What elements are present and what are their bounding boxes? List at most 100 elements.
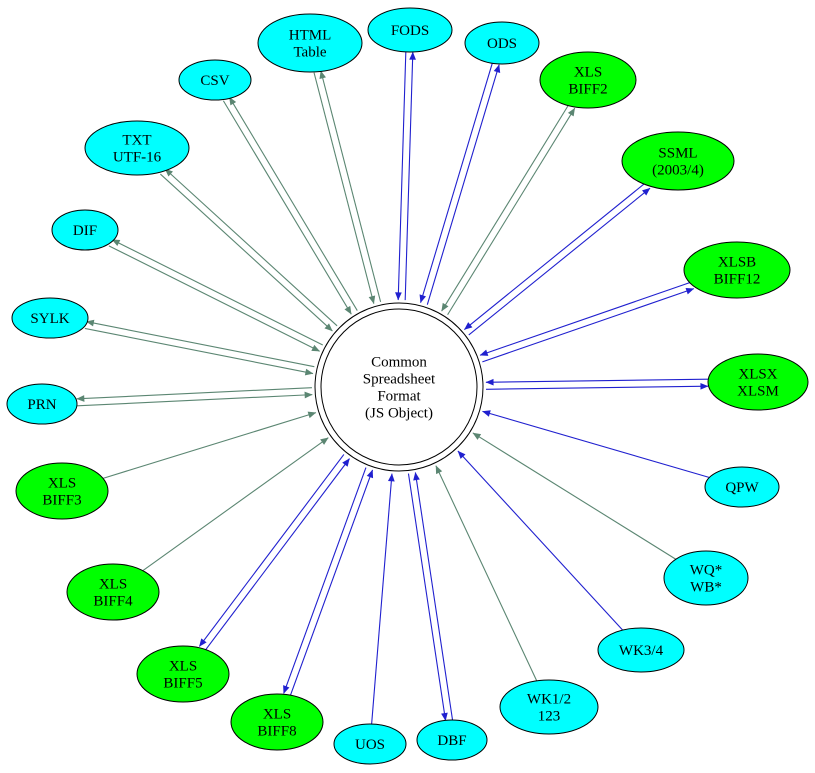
format-ellipse-dbf [416,719,488,761]
format-ellipse-uos [333,723,407,765]
format-label-dif: DIF [73,223,97,239]
format-ellipse-prn [6,383,78,425]
format-ellipse-xls-biff3 [15,462,109,520]
format-ellipse-qpw [704,466,780,508]
format-node-wq-wb: WQ*WB* [663,550,749,606]
edge-write-prn [76,387,312,402]
format-label-sylk: SYLK [30,311,69,327]
format-node-csv: CSV [178,59,252,101]
edge-write-fods [404,51,416,301]
format-label-csv: CSV [200,73,229,89]
edge-read-wq-wb [472,432,677,560]
format-ellipse-xls-biff8 [230,693,324,751]
format-ellipse-wk1-2-123 [499,679,599,735]
format-label-dbf: DBF [437,733,466,749]
format-label-fods: FODS [391,23,429,39]
format-node-ssml: SSML(2003/4) [621,131,735,191]
edge-read-ssml [464,182,646,330]
edge-read-xls-biff2 [441,104,570,312]
format-label-uos: UOS [355,737,385,753]
format-ellipse-txt-utf16 [84,120,190,176]
format-node-ods: ODS [464,21,540,65]
edge-read-uos [371,473,395,725]
edge-read-dif [108,245,320,352]
format-ellipse-html-table [257,13,363,73]
format-label-prn: PRN [27,397,56,413]
format-ellipse-csv [178,59,252,101]
edge-write-xls-biff5 [198,454,345,647]
format-node-fods: FODS [367,7,453,53]
format-label-ssml: SSML(2003/4) [652,146,704,179]
format-ellipse-ods [464,21,540,65]
format-node-prn: PRN [6,383,78,425]
format-ellipse-xlsx [707,353,809,411]
edge-read-xls-biff8 [289,469,374,697]
edge-write-xlsx [486,382,709,390]
format-ellipse-xls-biff2 [539,51,637,109]
edge-read-xls-biff5 [204,458,350,651]
format-node-sylk: SYLK [11,297,89,339]
format-ellipse-wq-wb [663,550,749,606]
edge-read-ods [419,62,493,304]
format-label-ods: ODS [487,36,517,52]
edge-write-dbf [407,473,448,721]
edge-write-txt-utf16 [164,168,338,327]
format-label-qpw: QPW [725,480,759,496]
edge-write-sylk [85,319,315,368]
format-node-dif: DIF [51,209,119,251]
edge-read-xls-biff3 [102,411,317,479]
edge-read-sylk [84,327,314,376]
edge-read-dbf [413,472,454,720]
format-node-dbf: DBF [416,719,488,761]
edge-read-txt-utf16 [159,173,333,332]
format-label-wk3-4: WK3/4 [619,643,664,659]
format-node-uos: UOS [333,723,407,765]
format-ellipse-fods [367,7,453,53]
format-label-wq-wb: WQ*WB* [690,563,723,596]
format-ellipse-sylk [11,297,89,339]
edge-write-xls-biff2 [447,107,576,316]
format-ellipse-xlsb [683,241,791,299]
edge-read-qpw [482,410,710,479]
edge-read-xls-biff4 [142,437,329,572]
format-ellipse-dif [51,209,119,251]
center-inner-circle [320,308,478,466]
edge-write-csv [228,96,358,311]
edge-write-ssml [468,187,651,336]
format-ellipse-wk3-4 [597,627,685,673]
format-ellipse-xls-biff4 [66,563,160,621]
format-ellipse-xls-biff5 [136,645,230,703]
edge-read-wk1-2-123 [435,465,538,682]
edge-write-xlsb [482,287,695,363]
format-ellipse-ssml [621,131,735,191]
format-node-qpw: QPW [704,466,780,508]
edge-write-dif [111,239,323,346]
edge-read-fods [395,51,407,301]
edge-read-html-table [313,72,376,305]
edge-write-html-table [319,70,382,303]
edge-read-wk3-4 [457,450,624,631]
edge-write-xls-biff8 [283,467,367,694]
